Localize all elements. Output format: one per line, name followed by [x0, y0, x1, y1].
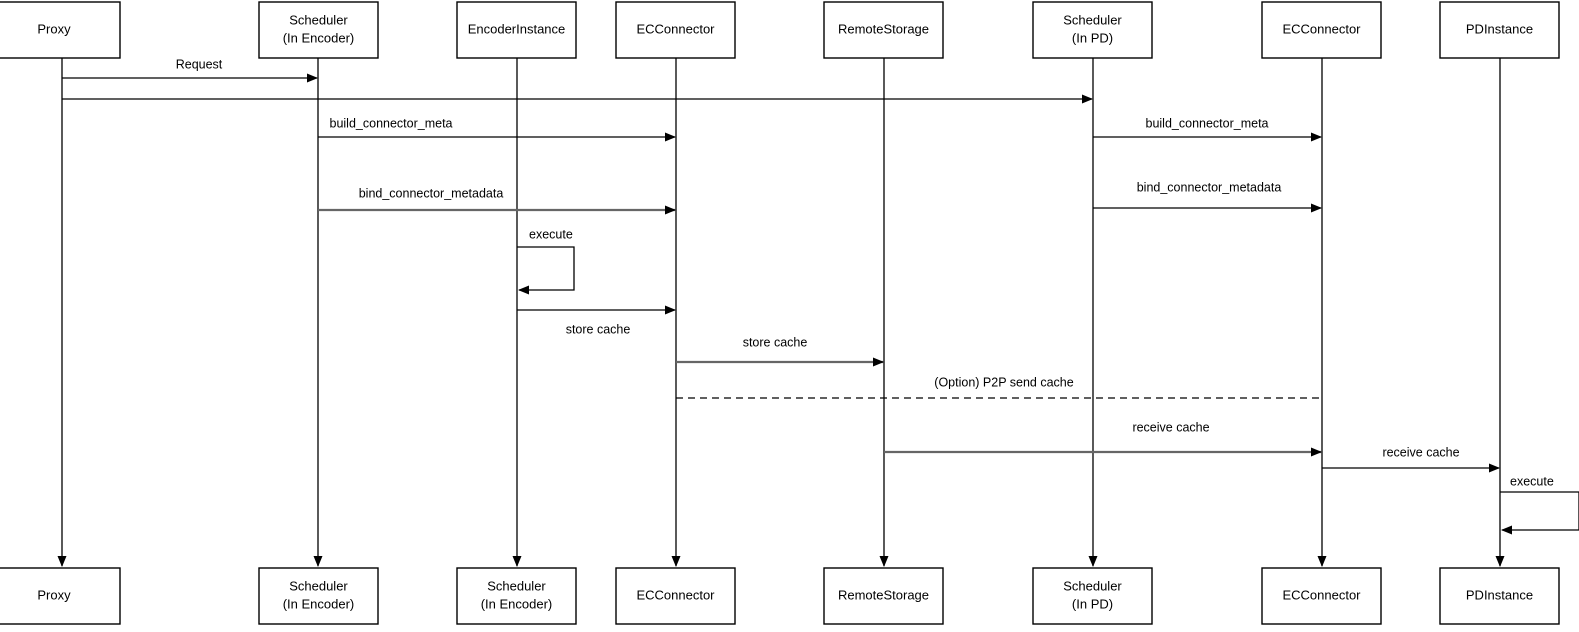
footer-lifeline-label-line1: Scheduler: [289, 578, 348, 593]
message-m7[interactable]: store cache: [517, 305, 676, 336]
footer-lifeline-box: [0, 567, 121, 625]
header-lifeline-label-line2: (In PD): [1072, 30, 1113, 45]
footer-lifeline-proxy[interactable]: Proxy: [0, 567, 121, 625]
header-lifeline-label: EncoderInstance: [468, 21, 566, 36]
message-label: bind_connector_metadata: [1137, 180, 1282, 194]
header-lifeline-label: PDInstance: [1466, 21, 1533, 36]
footer-lifeline-box: [823, 567, 944, 625]
header-lifeline-label: ECConnector: [636, 21, 715, 36]
message-label: bind_connector_metadata: [359, 186, 504, 200]
message-m5[interactable]: bind_connector_metadata: [318, 186, 676, 215]
footer-lifeline-label-line2: (In Encoder): [481, 596, 553, 611]
footer-lifeline-label: PDInstance: [1466, 587, 1533, 602]
footer-lifeline-boxes: Proxy Scheduler (In Encoder) Scheduler (In E…: [0, 567, 1560, 625]
message-label: build_connector_meta: [330, 116, 453, 130]
footer-lifeline-sched_enc[interactable]: Scheduler (In Encoder): [258, 567, 379, 625]
header-lifeline-sched_pd[interactable]: Scheduler (In PD): [1032, 1, 1153, 59]
self-message-layer: execute execute: [517, 227, 1579, 535]
message-label: build_connector_meta: [1146, 116, 1269, 130]
message-m10[interactable]: receive cache: [884, 420, 1322, 457]
header-lifeline-remote_store[interactable]: RemoteStorage: [823, 1, 944, 59]
header-lifeline-label-line1: Scheduler: [1063, 12, 1122, 27]
header-lifeline-box: [0, 1, 121, 59]
message-m1[interactable]: Request: [62, 57, 318, 83]
footer-lifeline-box: [615, 567, 736, 625]
footer-lifeline-remote_store[interactable]: RemoteStorage: [823, 567, 944, 625]
footer-lifeline-pd_inst[interactable]: PDInstance: [1439, 567, 1560, 625]
footer-lifeline-box: [456, 567, 577, 625]
message-m3[interactable]: build_connector_meta: [318, 116, 676, 142]
message-m9[interactable]: (Option) P2P send cache: [676, 375, 1322, 399]
message-label: Request: [176, 57, 223, 71]
footer-lifeline-encoder_inst[interactable]: Scheduler (In Encoder): [456, 567, 577, 625]
header-lifeline-box: [258, 1, 379, 59]
footer-lifeline-ec_conn_right[interactable]: ECConnector: [1261, 567, 1382, 625]
header-lifeline-boxes: Proxy Scheduler (In Encoder) EncoderInstanc…: [0, 1, 1560, 59]
footer-lifeline-label-line1: Scheduler: [487, 578, 546, 593]
header-lifeline-label: ECConnector: [1282, 21, 1361, 36]
message-label: receive cache: [1132, 420, 1209, 434]
self-message-path: [1500, 491, 1579, 535]
self-message-s2[interactable]: execute: [1500, 474, 1579, 535]
header-lifeline-label-line2: (In Encoder): [283, 30, 355, 45]
footer-lifeline-label: ECConnector: [636, 587, 715, 602]
message-m8[interactable]: store cache: [676, 335, 884, 367]
message-label: receive cache: [1382, 445, 1459, 459]
message-label: (Option) P2P send cache: [934, 375, 1073, 389]
message-m6[interactable]: bind_connector_metadata: [1093, 180, 1322, 213]
header-lifeline-pd_inst[interactable]: PDInstance: [1439, 1, 1560, 59]
footer-lifeline-label: ECConnector: [1282, 587, 1361, 602]
self-message-label: execute: [1510, 474, 1554, 488]
lifeline-lines: [57, 58, 1505, 567]
footer-lifeline-box: [1261, 567, 1382, 625]
header-lifeline-sched_enc[interactable]: Scheduler (In Encoder): [258, 1, 379, 59]
self-message-path: [517, 246, 575, 295]
footer-lifeline-label: Proxy: [37, 587, 71, 602]
header-lifeline-encoder_inst[interactable]: EncoderInstance: [456, 1, 577, 59]
footer-lifeline-box: [258, 567, 379, 625]
header-lifeline-label-line1: Scheduler: [289, 12, 348, 27]
message-label: store cache: [566, 322, 631, 336]
header-lifeline-ec_conn_right[interactable]: ECConnector: [1261, 1, 1382, 59]
message-m4[interactable]: build_connector_meta: [1093, 116, 1322, 142]
message-m11[interactable]: receive cache: [1322, 445, 1500, 473]
message-label: store cache: [743, 335, 808, 349]
footer-lifeline-label: RemoteStorage: [838, 587, 929, 602]
footer-lifeline-box: [1439, 567, 1560, 625]
footer-lifeline-box: [1032, 567, 1153, 625]
header-lifeline-box: [615, 1, 736, 59]
header-lifeline-label: RemoteStorage: [838, 21, 929, 36]
self-message-label: execute: [529, 227, 573, 241]
header-lifeline-label: Proxy: [37, 21, 71, 36]
message-arrow-layer: Request build_connector_meta build_connect…: [62, 57, 1500, 473]
footer-lifeline-sched_pd[interactable]: Scheduler (In PD): [1032, 567, 1153, 625]
header-lifeline-box: [823, 1, 944, 59]
header-lifeline-proxy[interactable]: Proxy: [0, 1, 121, 59]
footer-lifeline-label-line2: (In Encoder): [283, 596, 355, 611]
header-lifeline-box: [1032, 1, 1153, 59]
header-lifeline-box: [1439, 1, 1560, 59]
footer-lifeline-ec_conn_left[interactable]: ECConnector: [615, 567, 736, 625]
header-lifeline-box: [1261, 1, 1382, 59]
footer-lifeline-label-line1: Scheduler: [1063, 578, 1122, 593]
self-message-s1[interactable]: execute: [517, 227, 575, 295]
header-lifeline-ec_conn_left[interactable]: ECConnector: [615, 1, 736, 59]
footer-lifeline-label-line2: (In PD): [1072, 596, 1113, 611]
